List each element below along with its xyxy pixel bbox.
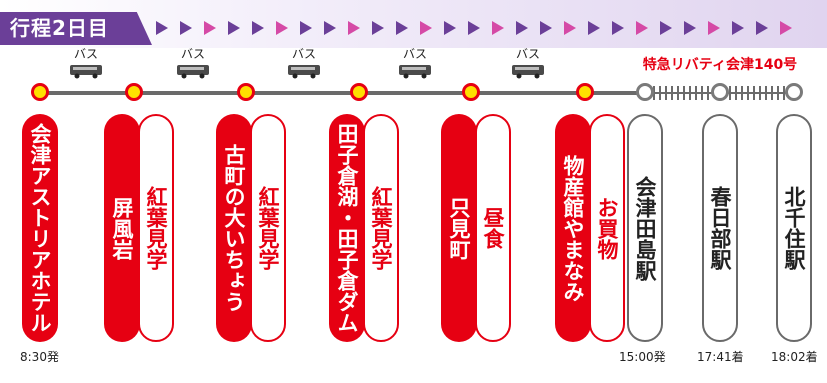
rail-tick <box>683 86 685 100</box>
stop-card-name: 物産館やまなみ <box>555 114 591 342</box>
stop-card-activity: お買物 <box>589 114 625 342</box>
bus-icon <box>399 65 431 79</box>
chevron-icon <box>228 21 240 35</box>
station-marker <box>636 83 654 101</box>
rail-tick <box>747 86 749 100</box>
stop-marker <box>462 83 480 101</box>
stop-card-name: 田子倉湖・田子倉ダム <box>329 114 365 342</box>
bus-segment: バス <box>395 47 435 79</box>
chevron-icon <box>708 21 720 35</box>
rail-tick <box>753 86 755 100</box>
bus-icon <box>288 65 320 79</box>
chevron-icon <box>492 21 504 35</box>
stop-card-activity: 紅葉見学 <box>138 114 174 342</box>
station-card-name: 会津田島駅 <box>627 114 663 342</box>
bus-segment: バス <box>173 47 213 79</box>
rail-tick <box>689 86 691 100</box>
chevron-icon <box>588 21 600 35</box>
rail-tick <box>777 86 779 100</box>
bus-icon <box>70 65 102 79</box>
chevron-icon <box>732 21 744 35</box>
stop-card-activity: 紅葉見学 <box>250 114 286 342</box>
rail-tick <box>783 86 785 100</box>
station-marker <box>785 83 803 101</box>
chevron-icon <box>372 21 384 35</box>
stop-card-name: 屏風岩 <box>104 114 140 342</box>
rail-tick <box>707 86 709 100</box>
stop-card-name: 会津アストリアホテル <box>22 114 58 342</box>
chevron-icon <box>468 21 480 35</box>
rail-tick <box>659 86 661 100</box>
arrival-time: 17:41着 <box>697 350 744 364</box>
stop-marker <box>31 83 49 101</box>
chevron-icon <box>612 21 624 35</box>
stop-marker <box>350 83 368 101</box>
chevron-icon <box>156 21 168 35</box>
chevron-icon <box>516 21 528 35</box>
chevron-icon <box>300 21 312 35</box>
rail-tick <box>729 86 731 100</box>
chevron-icon <box>276 21 288 35</box>
chevron-icon <box>636 21 648 35</box>
rail-track-ticks <box>645 86 795 100</box>
departure-time: 15:00発 <box>619 350 666 364</box>
stop-marker <box>576 83 594 101</box>
stop-card-activity: 紅葉見学 <box>363 114 399 342</box>
rail-tick <box>701 86 703 100</box>
bus-segment: バス <box>508 47 548 79</box>
chevron-icon <box>348 21 360 35</box>
rail-tick <box>771 86 773 100</box>
train-name-label: 特急リバティ会津140号 <box>642 57 798 73</box>
bus-label: バス <box>291 47 316 61</box>
bus-icon <box>177 65 209 79</box>
bus-label: バス <box>515 47 540 61</box>
departure-time: 8:30発 <box>20 350 59 364</box>
rail-tick <box>653 86 655 100</box>
chevron-icon <box>324 21 336 35</box>
chevron-icon <box>780 21 792 35</box>
stop-card-name: 古町の大いちょう <box>216 114 252 342</box>
rail-tick <box>735 86 737 100</box>
bus-segment: バス <box>66 47 106 79</box>
station-marker <box>711 83 729 101</box>
chevron-icon <box>252 21 264 35</box>
rail-tick <box>665 86 667 100</box>
chevron-icon <box>180 21 192 35</box>
stop-marker <box>125 83 143 101</box>
header-banner: 行程2日目 <box>0 0 827 48</box>
chevron-icon <box>564 21 576 35</box>
rail-tick <box>677 86 679 100</box>
rail-tick <box>741 86 743 100</box>
rail-tick <box>671 86 673 100</box>
chevron-decoration <box>150 14 827 42</box>
chevron-icon <box>540 21 552 35</box>
bus-label: バス <box>402 47 427 61</box>
arrival-time: 18:02着 <box>771 350 818 364</box>
station-card-name: 北千住駅 <box>776 114 812 342</box>
rail-tick <box>765 86 767 100</box>
chevron-icon <box>396 21 408 35</box>
chevron-icon <box>756 21 768 35</box>
station-card-name: 春日部駅 <box>702 114 738 342</box>
bus-icon <box>512 65 544 79</box>
bus-segment: バス <box>284 47 324 79</box>
bus-label: バス <box>180 47 205 61</box>
rail-tick <box>759 86 761 100</box>
stop-marker <box>237 83 255 101</box>
chevron-icon <box>204 21 216 35</box>
chevron-icon <box>420 21 432 35</box>
chevron-icon <box>684 21 696 35</box>
chevron-icon <box>444 21 456 35</box>
page-title: 行程2日目 <box>0 12 152 45</box>
bus-label: バス <box>73 47 98 61</box>
stop-card-activity: 昼食 <box>475 114 511 342</box>
bus-route-line <box>40 91 640 95</box>
stop-card-name: 只見町 <box>441 114 477 342</box>
rail-tick <box>695 86 697 100</box>
chevron-icon <box>660 21 672 35</box>
